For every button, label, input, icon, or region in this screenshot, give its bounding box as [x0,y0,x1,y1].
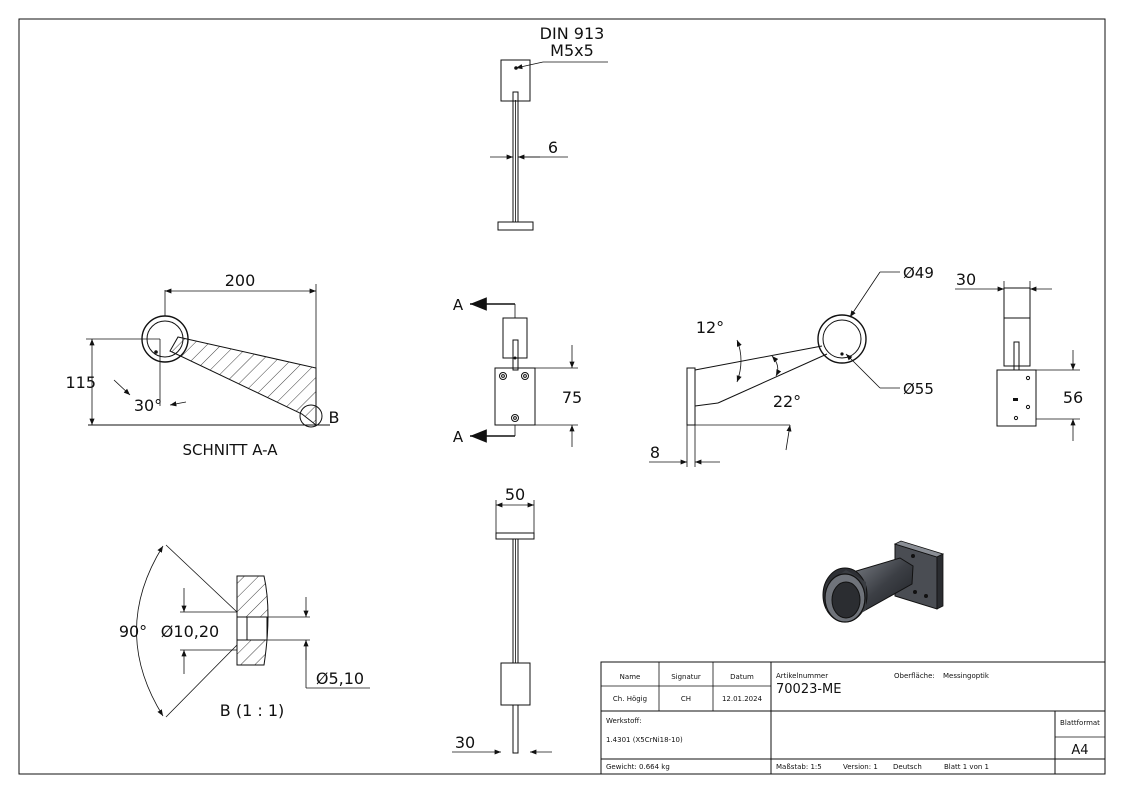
werkstoff-label: Werkstoff: [606,717,642,725]
dim-height-75: 75 [562,388,582,407]
dim-width-50: 50 [505,485,525,504]
dim-thickness-6: 6 [548,138,558,157]
title-block: Name Signatur Datum Ch. Högig CH 12.01.2… [600,661,1106,775]
version: Version: 1 [843,763,878,771]
dim-inner-diameter-55: Ø55 [903,380,934,398]
blatt: Blatt 1 von 1 [944,763,989,771]
dim-thickness-30: 30 [455,733,475,752]
right-view: 30 56 [955,270,1083,441]
dim-outer-diameter-10-20: Ø10,20 [161,622,219,641]
section-view: B 200 115 30° SCHNITT A-A [65,271,339,459]
artikelnummer-value: 70023-ME [776,682,841,697]
callout-din-913: DIN 913 [540,24,605,43]
section-caption: SCHNITT A-A [182,441,278,459]
dim-width-30: 30 [956,270,976,289]
werkstoff-value: 1.4301 (X5CrNi18-10) [606,736,683,744]
col-header-name: Name [620,673,641,681]
isometric-view [822,540,945,623]
front-view: A A 75 [453,296,582,447]
callout-m5x5: M5x5 [550,41,594,60]
dim-angle-12: 12° [696,318,724,337]
dim-outer-diameter-49: Ø49 [903,264,934,282]
signatur-value: CH [681,695,691,703]
gewicht: Gewicht: 0.664 kg [606,763,670,771]
detail-marker-b: B [329,408,340,427]
dim-angle-22: 22° [773,392,801,411]
bottom-view: 50 30 [452,485,552,755]
dim-inner-diameter-5-10: Ø5,10 [316,669,364,688]
sheet-border [18,18,1106,775]
dim-height-56: 56 [1063,388,1083,407]
dim-plate-8: 8 [650,443,660,462]
detail-caption: B (1 : 1) [220,701,284,720]
oberflaeche-value: Messingoptik [943,672,990,680]
blattformat-label: Blattformat [1060,719,1100,727]
sprache: Deutsch [893,763,922,771]
datum-value: 12.01.2024 [722,695,763,703]
name-value: Ch. Högig [613,695,647,703]
col-header-signatur: Signatur [671,673,701,681]
oberflaeche-label: Oberfläche: [894,672,935,680]
dim-height-115: 115 [65,373,96,392]
dim-angle-30: 30° [134,396,162,415]
top-view: DIN 913 M5x5 6 [490,24,608,231]
artikelnummer-label: Artikelnummer [776,672,828,680]
massstab: Maßstab: 1:5 [776,763,822,771]
blattformat-value: A4 [1071,743,1088,758]
dim-length-200: 200 [225,271,256,290]
side-view: Ø49 Ø55 12° 22° 8 [649,264,934,467]
section-label-a-bottom: A [453,428,464,446]
detail-view: 90° Ø10,20 Ø5,10 B (1 : 1) [119,544,370,720]
section-label-a-top: A [453,296,464,314]
col-header-datum: Datum [730,673,754,681]
dim-angle-90: 90° [119,622,147,641]
